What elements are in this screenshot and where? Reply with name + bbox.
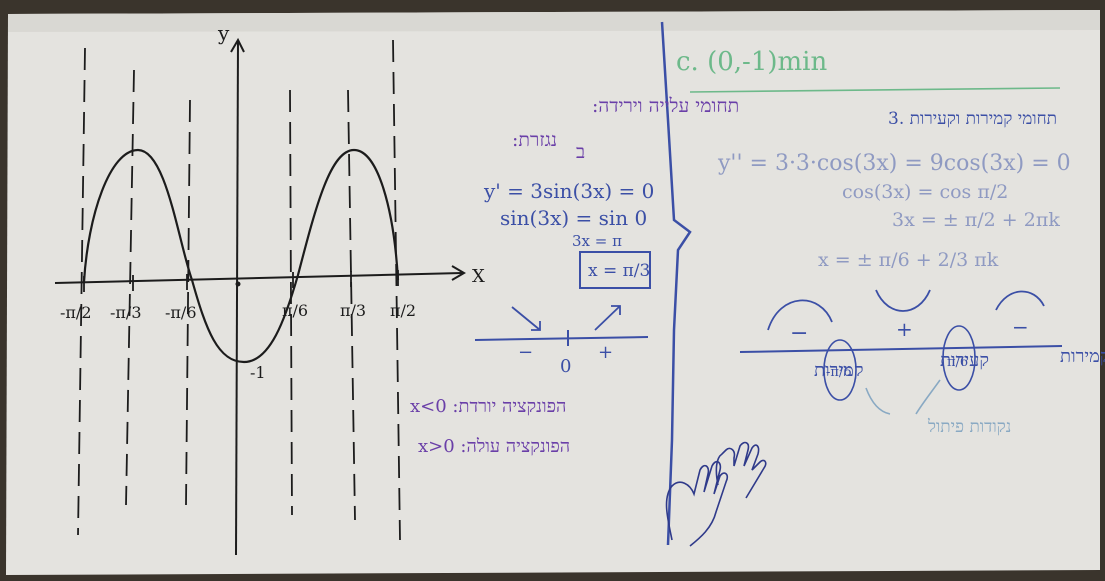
x-axis-arrow (451, 265, 466, 281)
concave-label: קעירות (940, 350, 989, 371)
tick-label-pi-6: π/6 (282, 301, 308, 320)
y-axis-arrow (230, 37, 245, 53)
inflection-points-label: נקודות פיתול (927, 417, 1011, 437)
three-x-general: 3x = ± π/2 + 2πk (892, 209, 1060, 231)
board-divider-line (660, 21, 692, 546)
x-axis-label: X (472, 266, 485, 287)
y-axis (235, 39, 239, 556)
decreasing-arrow (511, 306, 541, 331)
sine-curve (82, 148, 400, 364)
concave-up-arc (875, 289, 931, 312)
inflection-arrow-left (865, 387, 891, 415)
derivative-heading: נגזרת: (512, 129, 557, 151)
sine-graph: y X -π/2 -π/3 -π/6 π/6 π/3 π/2 -1 (54, 21, 485, 556)
tick-label-neg-pi-2: -π/2 (60, 303, 92, 322)
vertical-guide-lines (77, 39, 401, 541)
sign-negative: − (518, 342, 533, 363)
three-x-eq: 3x = π (572, 232, 622, 250)
section-b-title: תחומי עלייה וירידה: (592, 95, 739, 117)
tick-label-neg-pi-3: -π/3 (110, 303, 142, 322)
tick-label-pi-2: π/2 (390, 301, 416, 320)
first-derivative-eq: y' = 3sin(3x) = 0 (483, 179, 654, 203)
sign-left: − (790, 321, 808, 346)
x-axis (54, 272, 463, 284)
min-point-label: c. (0,-1)min (676, 47, 827, 77)
minimum-label: -1 (250, 363, 266, 382)
boxed-solution: x = π/3 (588, 261, 650, 281)
convex-label-right: קמירות (1060, 346, 1105, 367)
decreasing-statement: x<0 :הפונקציה יורדת (410, 396, 566, 417)
ellipse-pos-pi6 (942, 325, 976, 391)
concave-down-arc-left (767, 299, 833, 331)
sign-zero: 0 (560, 356, 571, 377)
pos-pi6-label: π/6 (947, 355, 968, 370)
hand-doodle (665, 441, 767, 547)
section-letter: ב (576, 141, 585, 163)
answer-box (579, 251, 651, 289)
increasing-arrow (594, 305, 621, 331)
derivative-notes: תחומי עלייה וירידה: נגזרת: ב y' = 3sin(3… (410, 95, 739, 457)
whiteboard-surface (6, 10, 1100, 575)
sign-right: − (1012, 315, 1029, 339)
x-general-solution: x = ± π/6 + 2/3 πk (818, 249, 999, 271)
cos-equation: cos(3x) = cos π/2 (842, 181, 1008, 203)
second-derivative-notes: c. (0,-1)min תחומי קמירות וקעירות .3 y''… (676, 47, 1105, 437)
inflection-arrow-right (915, 379, 941, 415)
sign-positive: + (598, 342, 613, 363)
convex-label-left: קמירות (814, 360, 863, 381)
concave-down-arc-right (995, 290, 1045, 311)
sign-middle: + (896, 317, 913, 341)
tick-label-pi-3: π/3 (340, 301, 366, 320)
tick-label-neg-pi-6: -π/6 (165, 303, 197, 322)
neg-pi6-label: -π/6 (826, 365, 852, 380)
y-axis-label: y (217, 21, 230, 45)
increasing-statement: x>0 :הפונקציה עולה (418, 436, 570, 457)
ellipse-neg-pi6 (823, 339, 857, 401)
sin-equation: sin(3x) = sin 0 (500, 206, 647, 230)
second-derivative-eq: y'' = 3·3·cos(3x) = 9cos(3x) = 0 (717, 151, 1071, 176)
concavity-section-title: תחומי קמירות וקעירות .3 (888, 109, 1057, 129)
